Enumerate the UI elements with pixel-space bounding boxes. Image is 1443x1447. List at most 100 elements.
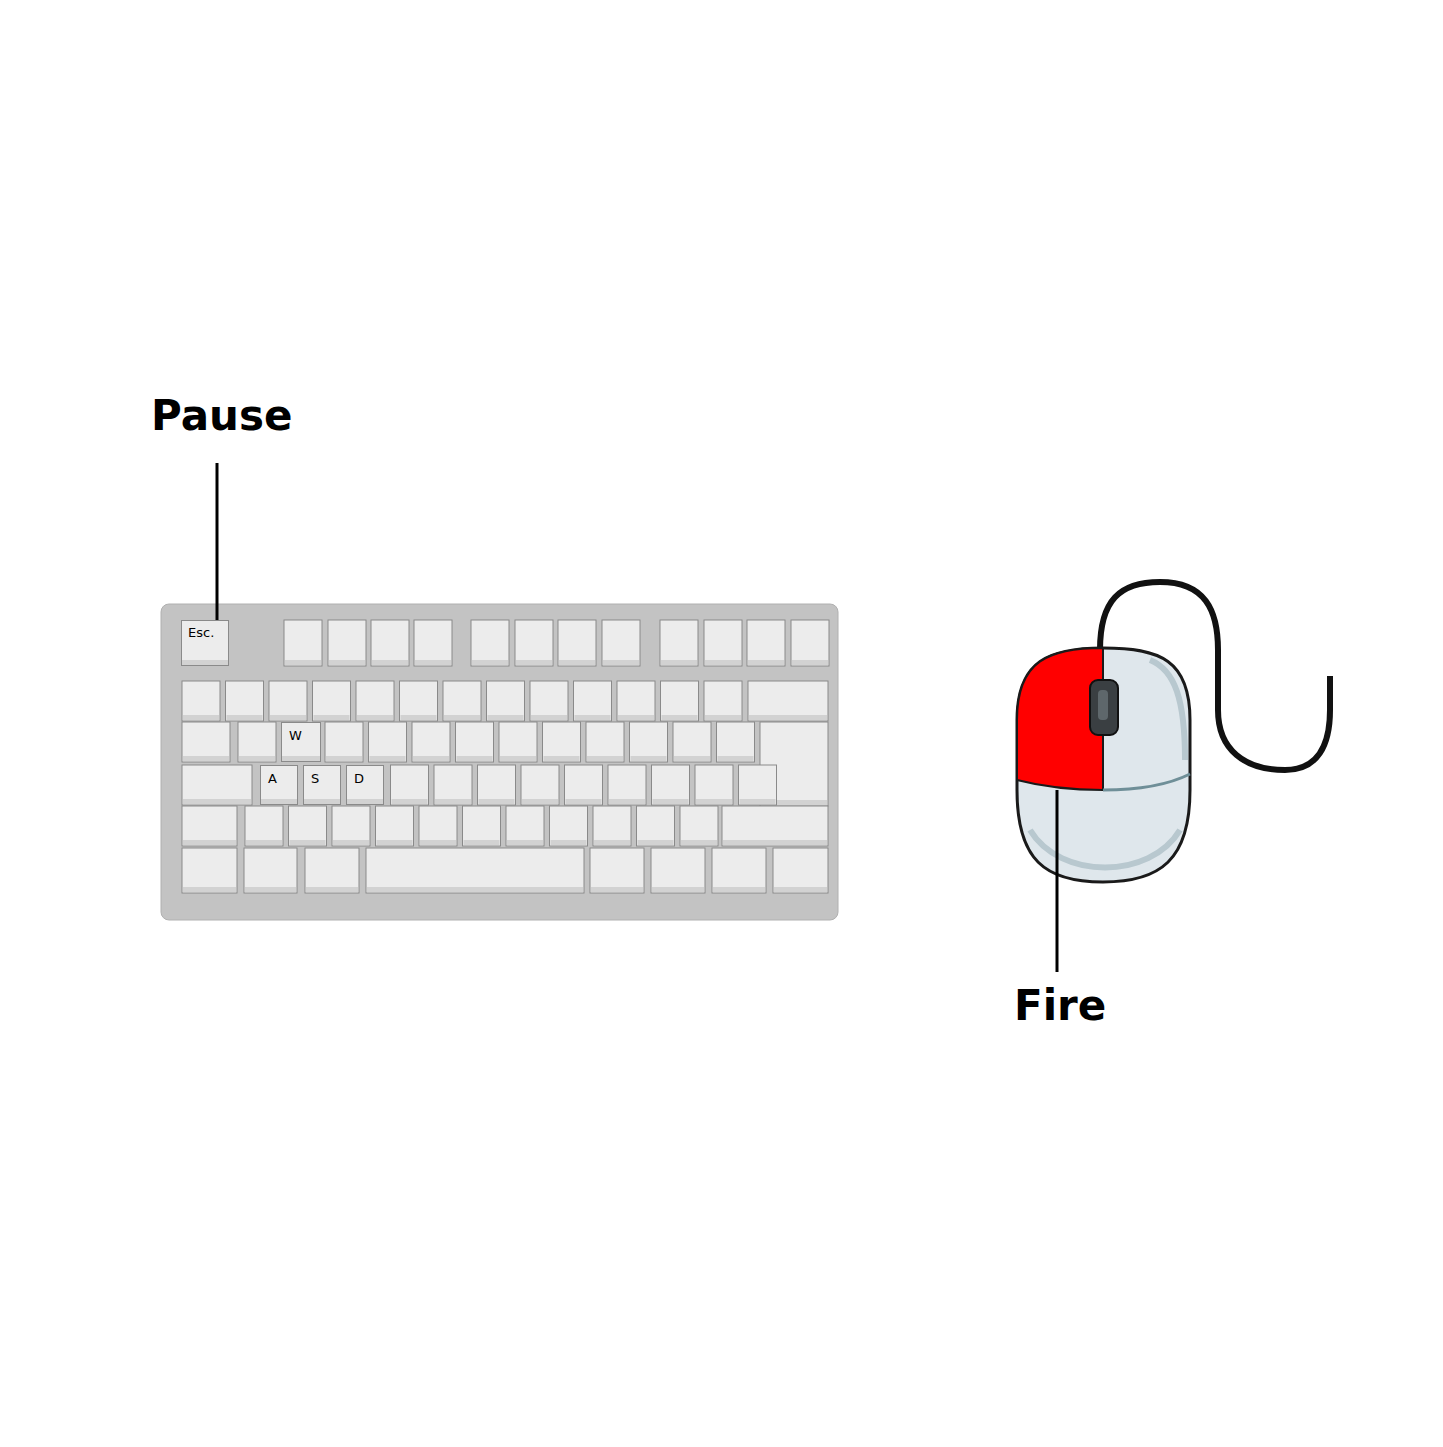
key-shadow	[713, 887, 765, 892]
key	[332, 806, 370, 846]
key	[182, 848, 237, 893]
key-shadow	[444, 715, 480, 720]
key-shadow	[652, 887, 704, 892]
key-shadow	[674, 756, 710, 761]
key	[791, 620, 829, 666]
key-shadow	[618, 715, 654, 720]
key-shadow	[239, 756, 275, 761]
key	[371, 620, 409, 666]
key-shadow	[718, 756, 754, 761]
key-shadow	[245, 887, 296, 892]
key-cap: D	[346, 765, 384, 805]
key-legend: S	[311, 772, 340, 785]
key-shadow	[740, 799, 776, 804]
key-shadow	[551, 840, 587, 845]
key-shadow	[285, 660, 321, 665]
key	[289, 806, 327, 846]
key	[680, 806, 718, 846]
key	[412, 722, 450, 762]
key-shadow	[705, 660, 741, 665]
key	[530, 681, 568, 721]
keyboard	[161, 604, 838, 920]
key	[652, 765, 690, 805]
key-shadow	[522, 799, 558, 804]
control-label: Pause	[151, 395, 292, 437]
key	[499, 722, 537, 762]
key	[515, 620, 553, 666]
key-legend: D	[354, 772, 383, 785]
key-shadow	[575, 715, 611, 720]
key-legend: Esc.	[188, 626, 228, 639]
key-shadow	[290, 840, 326, 845]
key	[748, 681, 828, 721]
key-shadow	[696, 799, 732, 804]
key-shadow	[638, 840, 674, 845]
key-shadow	[183, 840, 236, 845]
key	[712, 848, 766, 893]
key-shadow	[792, 660, 828, 665]
key-cap: W	[281, 722, 321, 762]
mouse	[1017, 582, 1330, 882]
key	[366, 848, 584, 893]
key	[739, 765, 777, 805]
key	[630, 722, 668, 762]
key	[661, 681, 699, 721]
key-shadow	[435, 799, 471, 804]
key-shadow	[377, 840, 413, 845]
key-shadow	[457, 756, 493, 761]
key-shadow	[314, 715, 350, 720]
key	[704, 620, 742, 666]
key	[456, 722, 494, 762]
key-shadow	[306, 887, 358, 892]
key	[238, 722, 276, 762]
key-shadow	[566, 799, 602, 804]
key	[325, 722, 363, 762]
key-shadow	[516, 660, 552, 665]
key	[182, 765, 252, 805]
key-shadow	[661, 660, 697, 665]
key	[704, 681, 742, 721]
key-shadow	[587, 756, 623, 761]
key	[269, 681, 307, 721]
key	[434, 765, 472, 805]
key-shadow	[464, 840, 500, 845]
key-shadow	[774, 887, 827, 892]
key	[369, 722, 407, 762]
key	[506, 806, 544, 846]
key-shadow	[183, 715, 219, 720]
key-shadow	[544, 756, 580, 761]
key-shadow	[705, 715, 741, 720]
key	[487, 681, 525, 721]
key-shadow	[594, 840, 630, 845]
key-shadow	[653, 799, 689, 804]
key	[722, 806, 828, 846]
key	[550, 806, 588, 846]
key	[182, 806, 237, 846]
key	[565, 765, 603, 805]
key-shadow	[329, 660, 365, 665]
key	[305, 848, 359, 893]
key-shadow	[591, 887, 643, 892]
key-shadow	[723, 840, 827, 845]
key-shadow	[372, 660, 408, 665]
key-shadow	[631, 756, 667, 761]
key	[747, 620, 785, 666]
key	[521, 765, 559, 805]
key-cap: S	[303, 765, 341, 805]
key-shadow	[559, 660, 595, 665]
key-shadow	[479, 799, 515, 804]
key	[593, 806, 631, 846]
key	[637, 806, 675, 846]
key	[391, 765, 429, 805]
key-shadow	[227, 715, 263, 720]
key	[376, 806, 414, 846]
key-shadow	[507, 840, 543, 845]
key	[773, 848, 828, 893]
key-shadow	[749, 715, 827, 720]
key	[443, 681, 481, 721]
key	[590, 848, 644, 893]
key-shadow	[367, 887, 583, 892]
key-shadow	[472, 660, 508, 665]
key-shadow	[415, 660, 451, 665]
